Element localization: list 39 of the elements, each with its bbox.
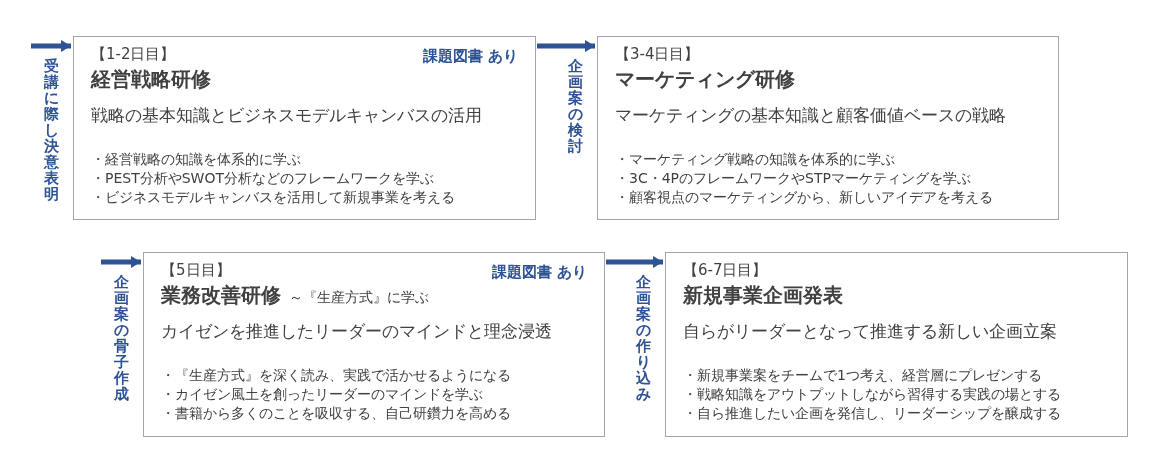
- course-tagline: ～『生産方式』に学ぶ: [289, 289, 429, 306]
- bullet-item: ・ビジネスモデルキャンバスを活用して新規事業を考える: [91, 189, 455, 206]
- course-subtitle: カイゼンを推進したリーダーのマインドと理念浸透: [161, 321, 552, 342]
- course-title: 新規事業企画発表: [683, 283, 843, 307]
- course-box: [597, 36, 1059, 220]
- book-tag: 課題図書 あり: [491, 263, 587, 281]
- book-tag: 課題図書 あり: [422, 47, 518, 65]
- arrow: [606, 256, 663, 268]
- edge-label: 企画案の作り込み: [635, 274, 651, 402]
- bullet-item: ・カイゼン風土を創ったリーダーのマインドを学ぶ: [161, 386, 483, 403]
- course-subtitle: 自らがリーダーとなって推進する新しい企画立案: [683, 321, 1057, 342]
- edge-label: 受講に際し決意表明: [43, 58, 59, 202]
- arrow: [537, 40, 595, 52]
- course-box: [143, 252, 605, 437]
- edge-label: 企画案の検討: [567, 58, 583, 154]
- bullet-item: ・顧客視点のマーケティングから、新しいアイデアを考える: [615, 189, 993, 206]
- bullet-item: ・3C・4PのフレームワークやSTPマーケティングを学ぶ: [615, 170, 971, 187]
- course-subtitle: マーケティングの基本知識と顧客価値ベースの戦略: [615, 105, 1006, 126]
- course-title: 経営戦略研修: [91, 67, 211, 91]
- bullet-item: ・マーケティング戦略の知識を体系的に学ぶ: [615, 151, 895, 168]
- day-label: 【3-4日目】: [615, 45, 700, 63]
- bullet-item: ・PEST分析やSWOT分析などのフレームワークを学ぶ: [91, 170, 435, 187]
- bullet-item: ・書籍から多くのことを吸収する、自己研鑽力を高める: [161, 405, 511, 422]
- course-box: [665, 252, 1128, 437]
- bullet-item: ・自ら推進したい企画を発信し、リーダーシップを醸成する: [683, 405, 1061, 422]
- arrow: [101, 256, 141, 268]
- day-label: 【6-7日目】: [683, 261, 768, 279]
- bullet-item: ・戦略知識をアウトプットしながら習得する実践の場とする: [683, 386, 1061, 403]
- day-label: 【5日目】: [161, 261, 231, 279]
- bullet-item: ・経営戦略の知識を体系的に学ぶ: [91, 151, 301, 168]
- arrow: [31, 40, 71, 52]
- bullet-item: ・新規事業案をチームで1つ考え、経営層にプレゼンする: [683, 367, 1042, 384]
- bullet-item: ・『生産方式』を深く読み、実践で活かせるようになる: [161, 367, 511, 384]
- course-subtitle: 戦略の基本知識とビジネスモデルキャンバスの活用: [91, 105, 482, 126]
- course-title: 業務改善研修: [161, 283, 281, 307]
- edge-label: 企画案の骨子作成: [113, 274, 129, 402]
- course-box: [73, 36, 536, 220]
- day-label: 【1-2日目】: [91, 45, 176, 63]
- course-title: マーケティング研修: [615, 67, 795, 91]
